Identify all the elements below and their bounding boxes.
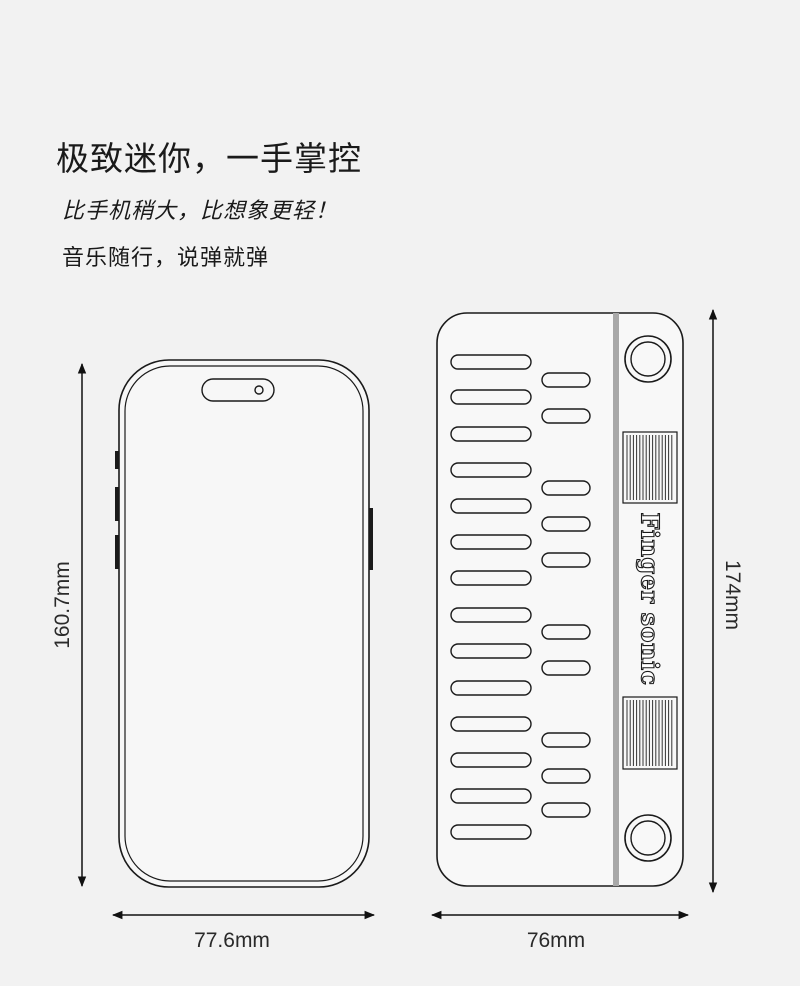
phone-side-buttons: [115, 451, 373, 570]
short-key-slot: [541, 802, 591, 818]
long-key-slot: [450, 788, 532, 804]
long-key-slot: [450, 389, 532, 405]
keyboard-divider-bar: [613, 313, 619, 886]
short-key-slot: [541, 480, 591, 496]
short-key-slot: [541, 624, 591, 640]
keyboard-height-label: 174mm: [721, 559, 744, 631]
short-key-slot: [541, 516, 591, 532]
long-keys: [450, 354, 532, 840]
phone-width-label: 77.6mm: [194, 929, 270, 952]
keyboard-width-label: 76mm: [526, 929, 586, 952]
subheadline-portable: 音乐随行，说弹就弹: [62, 246, 270, 271]
short-keys: [541, 372, 591, 818]
speaker-grille-top: [622, 431, 678, 504]
short-key-slot: [541, 408, 591, 424]
phone-height-label: 160.7mm: [51, 561, 74, 649]
knob-top: [624, 335, 672, 383]
long-key-slot: [450, 643, 532, 659]
knob-bottom: [624, 814, 672, 862]
long-key-slot: [450, 752, 532, 768]
long-key-slot: [450, 354, 532, 370]
phone-dynamic-island: [201, 378, 275, 402]
long-key-slot: [450, 462, 532, 478]
brand-text: Finger sonic: [636, 512, 665, 685]
phone-camera-dot: [254, 385, 264, 395]
long-key-slot: [450, 716, 532, 732]
short-key-slot: [541, 552, 591, 568]
headline: 极致迷你，一手掌控: [56, 139, 362, 178]
long-key-slot: [450, 534, 532, 550]
speaker-grille-bottom: [622, 696, 678, 770]
long-key-slot: [450, 426, 532, 442]
long-key-slot: [450, 570, 532, 586]
long-key-slot: [450, 607, 532, 623]
long-key-slot: [450, 680, 532, 696]
subheadline-size: 比手机稍大，比想象更轻！: [62, 199, 339, 224]
short-key-slot: [541, 660, 591, 676]
keyboard-outline: Finger sonic: [436, 312, 684, 887]
short-key-slot: [541, 372, 591, 388]
phone-outline: [118, 359, 370, 888]
long-key-slot: [450, 824, 532, 840]
short-key-slot: [541, 732, 591, 748]
short-key-slot: [541, 768, 591, 784]
long-key-slot: [450, 498, 532, 514]
